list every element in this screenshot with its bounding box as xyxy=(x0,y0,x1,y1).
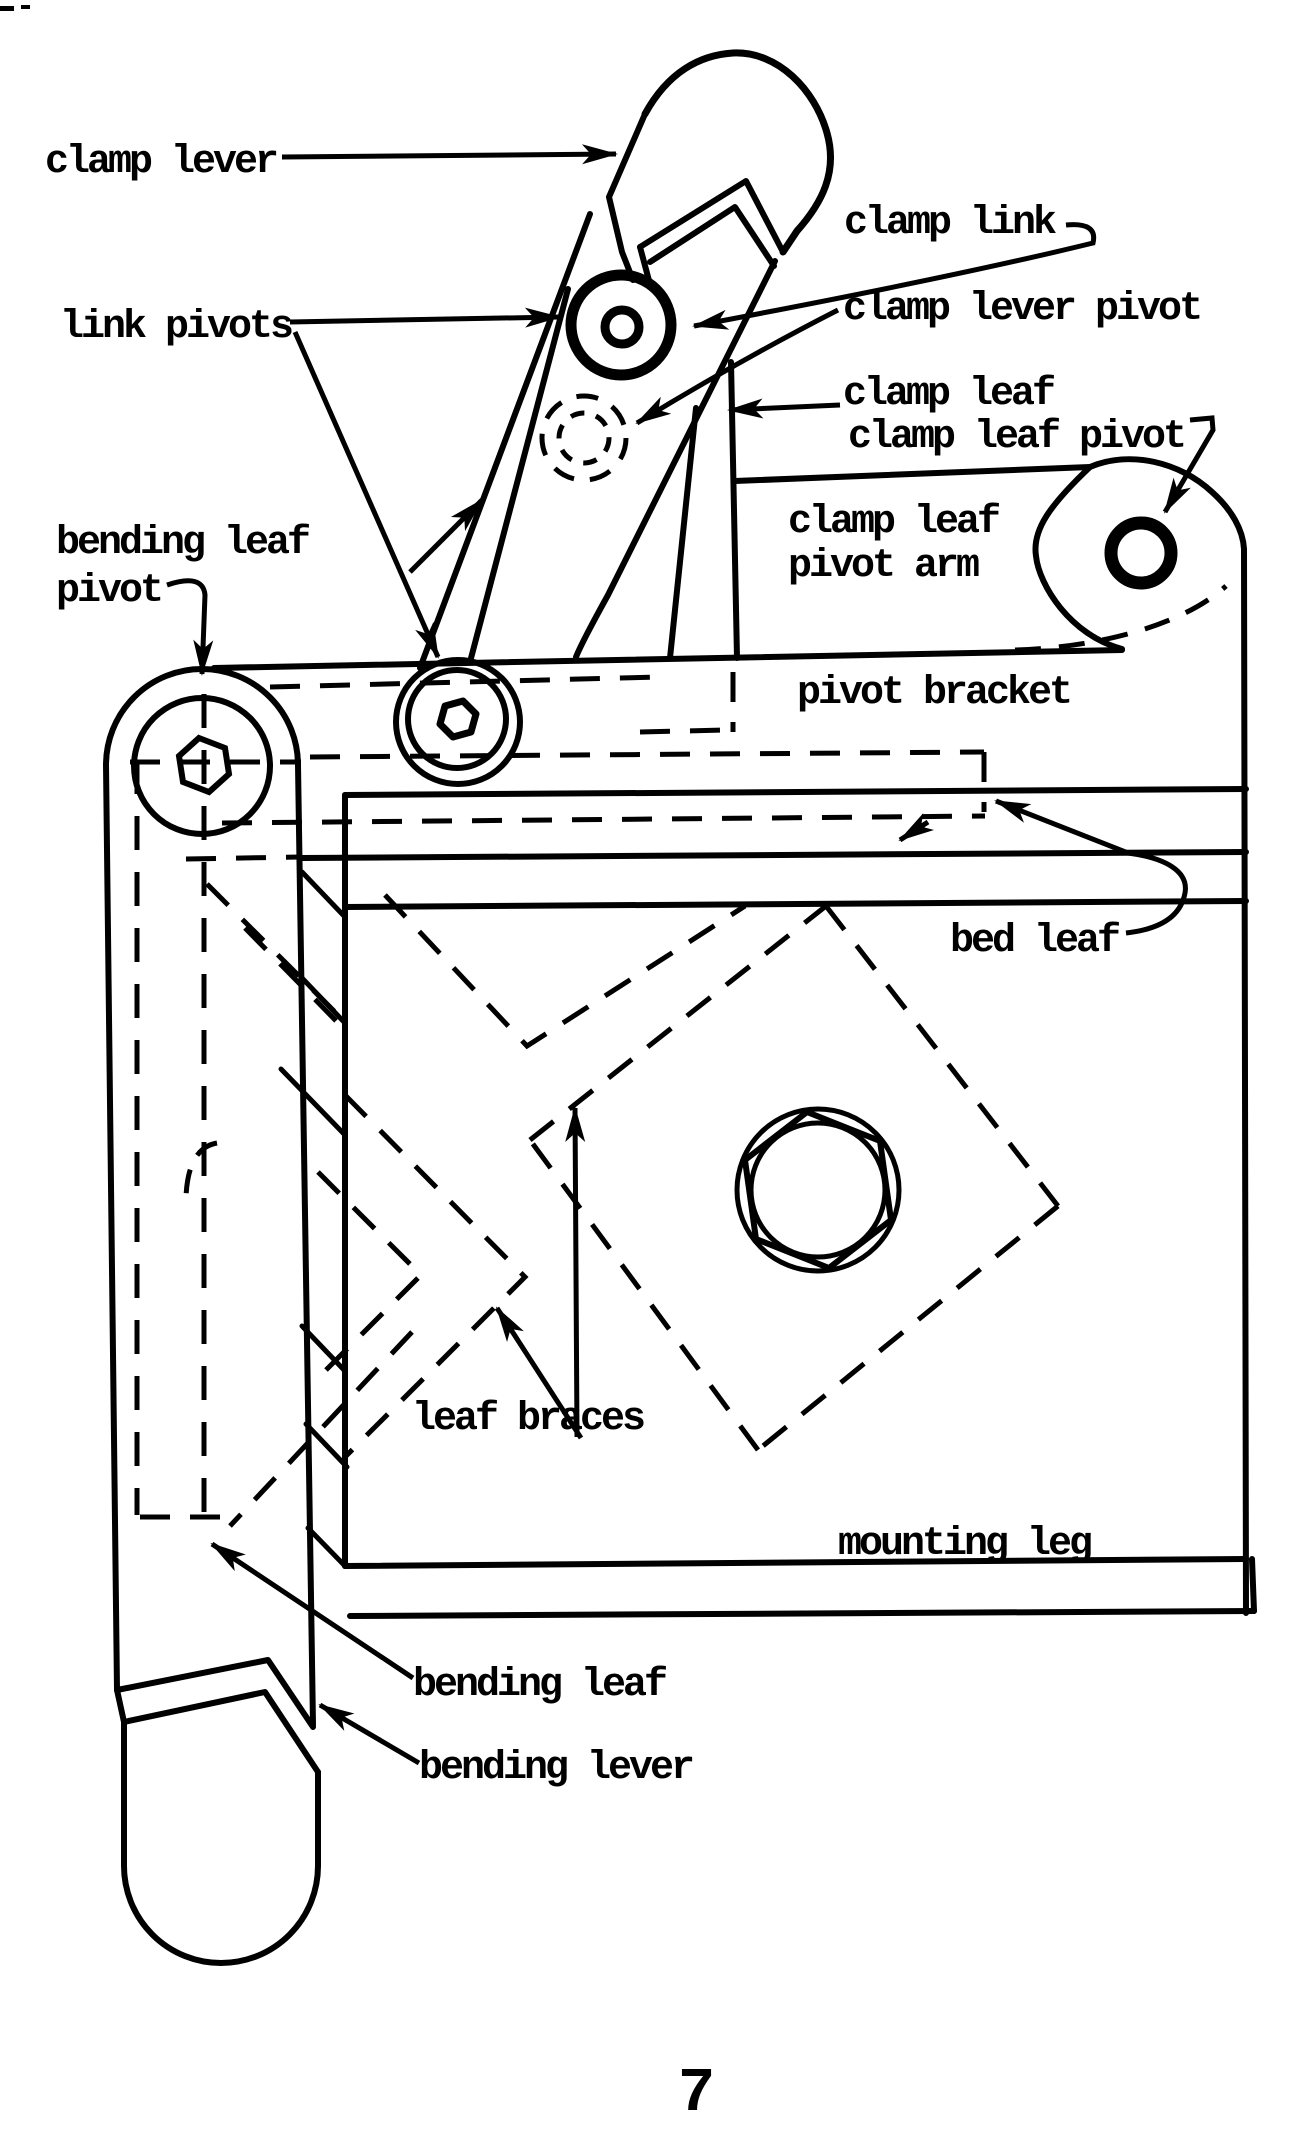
svg-text:mounting leg: mounting leg xyxy=(838,1522,1091,1567)
svg-text:bending lever: bending lever xyxy=(419,1746,693,1791)
svg-text:link pivots: link pivots xyxy=(60,305,292,350)
svg-text:leaf braces: leaf braces xyxy=(412,1397,644,1442)
svg-text:pivot: pivot xyxy=(56,569,161,614)
svg-text:clamp lever: clamp lever xyxy=(45,140,277,185)
svg-text:bending leaf: bending leaf xyxy=(56,521,309,566)
svg-text:7: 7 xyxy=(678,2058,712,2129)
svg-text:clamp leaf: clamp leaf xyxy=(788,500,999,545)
svg-text:bed leaf: bed leaf xyxy=(950,919,1119,964)
svg-text:bending leaf: bending leaf xyxy=(413,1663,666,1708)
svg-text:clamp lever pivot: clamp lever pivot xyxy=(843,287,1200,332)
svg-text:clamp link: clamp link xyxy=(844,201,1056,246)
svg-text:pivot arm: pivot arm xyxy=(788,544,979,589)
svg-text:clamp leaf pivot: clamp leaf pivot xyxy=(848,415,1184,460)
svg-text:pivot bracket: pivot bracket xyxy=(797,671,1070,716)
svg-text:clamp leaf: clamp leaf xyxy=(843,372,1054,417)
